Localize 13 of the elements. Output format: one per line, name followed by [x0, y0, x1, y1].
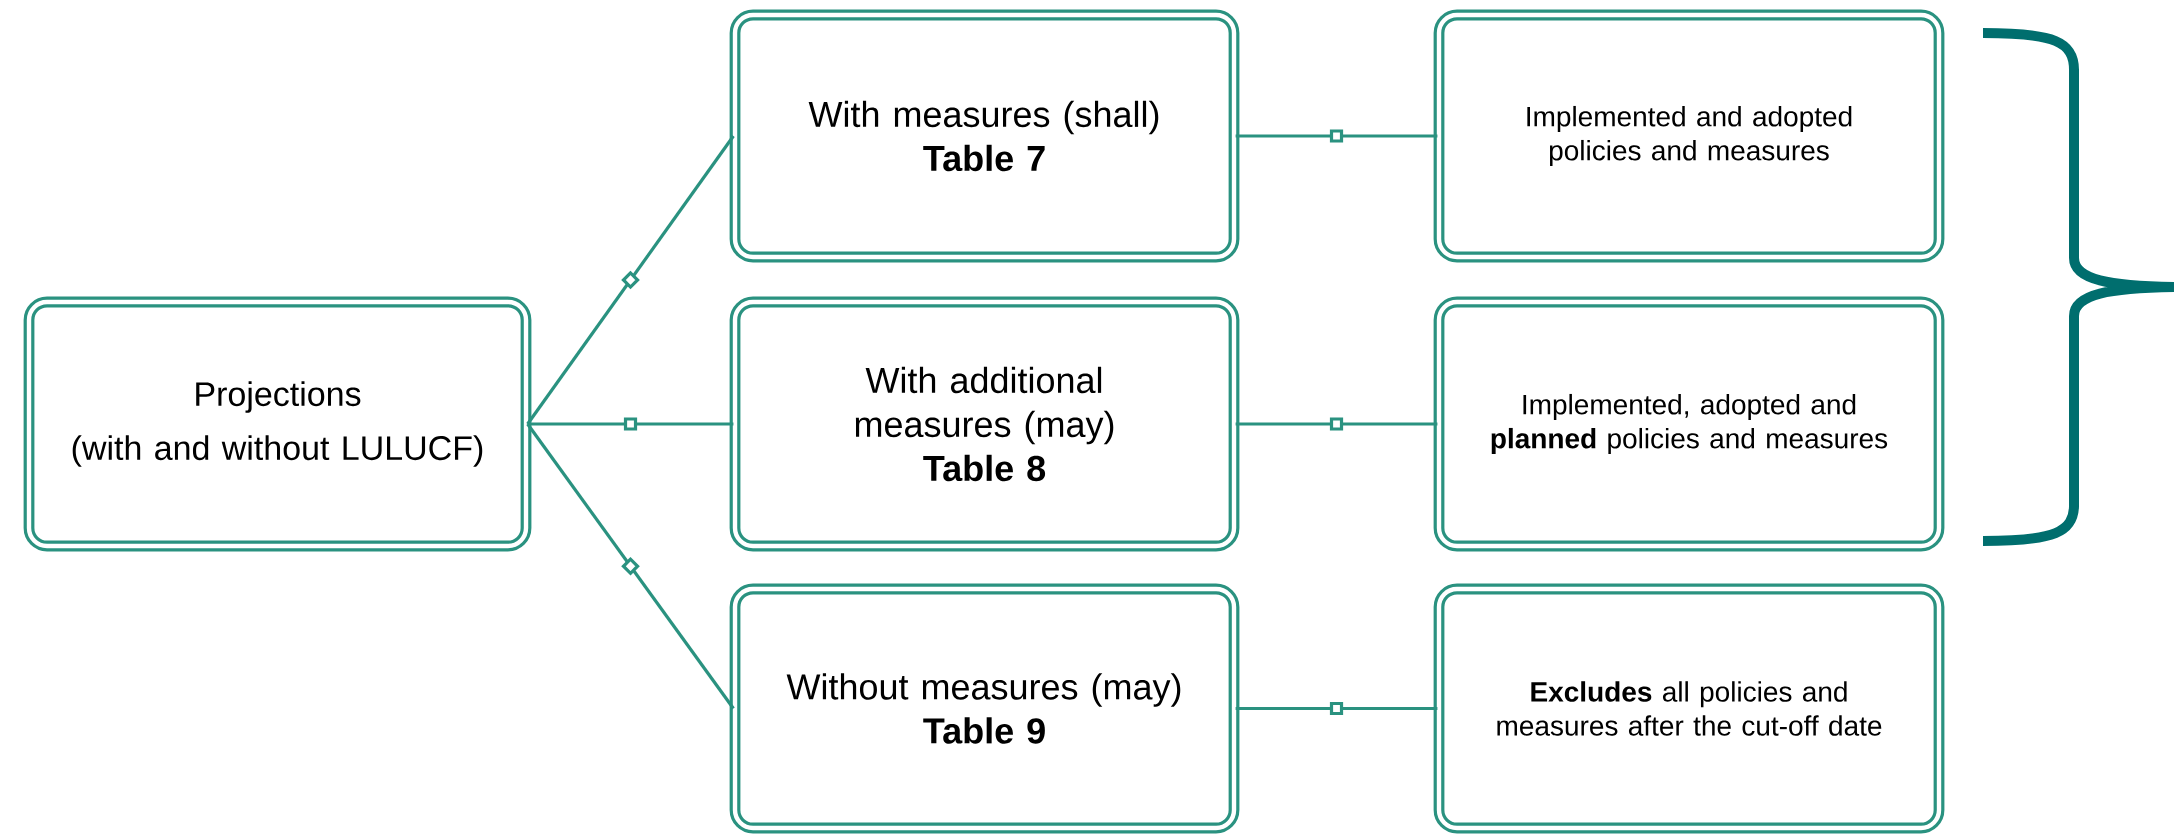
process-box: Implemented, adopted and planned policies and measures	[1433, 296, 1945, 552]
process-box: Excludes all policies and measures after the cut-off date	[1433, 583, 1945, 834]
connector	[1235, 701, 1438, 716]
process-box: Implemented and adopted policies and measures	[1433, 9, 1945, 263]
process-box: Projections (with and without LULUCF)	[23, 296, 532, 552]
connector	[526, 135, 735, 425]
connector	[1235, 417, 1438, 431]
connector	[527, 417, 734, 431]
connector	[1235, 129, 1438, 143]
connector	[526, 423, 735, 710]
process-box: With additional measures (may) Table 8	[729, 296, 1240, 552]
process-box: Without measures (may) Table 9	[729, 583, 1240, 834]
process-box: With measures (shall) Table 7	[729, 9, 1240, 263]
